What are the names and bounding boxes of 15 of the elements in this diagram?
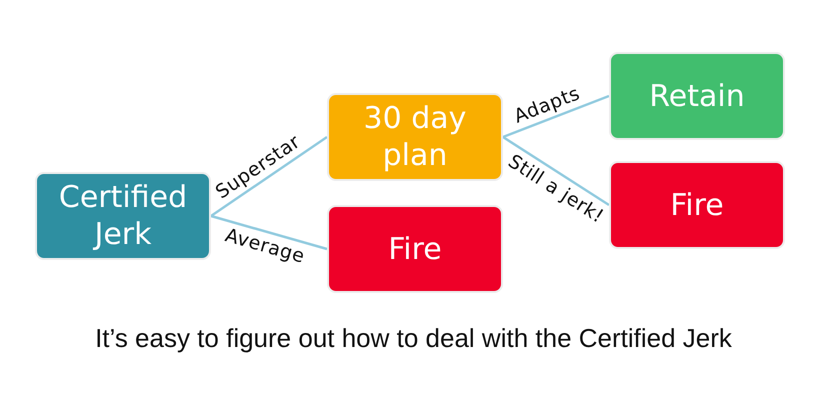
connector-line (502, 136, 610, 206)
process-box (327, 205, 503, 293)
caption: It’s easy to figure out how to deal with the Certified Jerk (94, 322, 733, 354)
process-box (609, 52, 785, 140)
process-box (609, 161, 785, 249)
node-label: Certified Jerk (58, 179, 188, 253)
connector-line (210, 136, 328, 218)
node-label: 30 day plan (362, 100, 468, 174)
node-label: Fire (670, 186, 724, 224)
process-box (35, 172, 211, 260)
node-label: Fire (388, 230, 442, 268)
connector-line (502, 94, 610, 138)
process-box (327, 93, 503, 181)
node-label: Retain (649, 78, 745, 114)
connector-line (210, 214, 328, 250)
